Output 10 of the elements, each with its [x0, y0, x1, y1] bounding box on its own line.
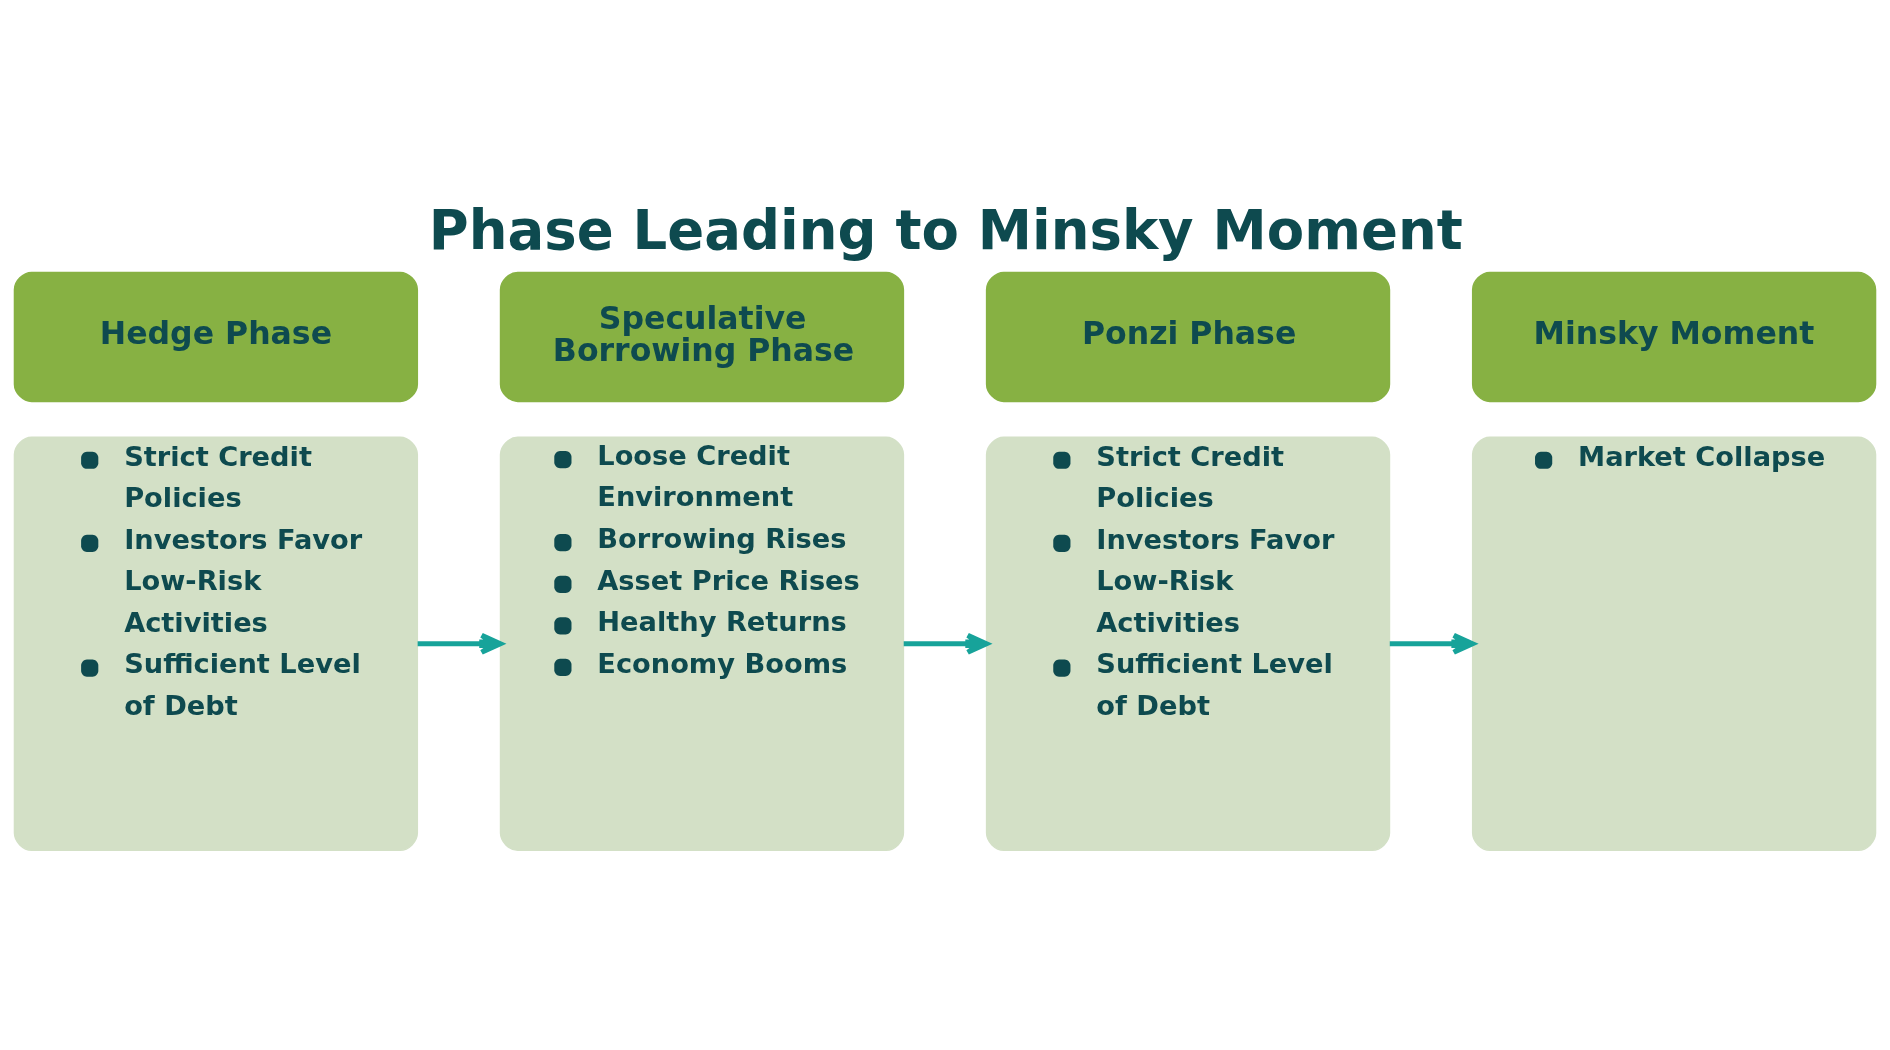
diagram-title: Phase Leading to Minsky Moment [428, 197, 1463, 262]
node-box: Loose Credit Environment Borrowing Rises Asset Price Rises Healthy Returns Economy Booms [499, 436, 905, 851]
node-box: Strict Credit Policies Investors Favor Low-Risk Activities Sufficient Level of Debt [985, 436, 1391, 851]
node-box: Minsky Moment [1471, 271, 1877, 402]
node-box: Market Collapse [1471, 436, 1877, 851]
node-box: Speculative Borrowing Phase [499, 271, 905, 402]
arrow [1389, 632, 1476, 655]
node-box: Strict Credit Policies Investors Favor Low-Risk Activities Sufficient Level of Debt [13, 436, 419, 851]
node-box: Ponzi Phase [985, 271, 1391, 402]
node-box: Hedge Phase [13, 271, 419, 402]
